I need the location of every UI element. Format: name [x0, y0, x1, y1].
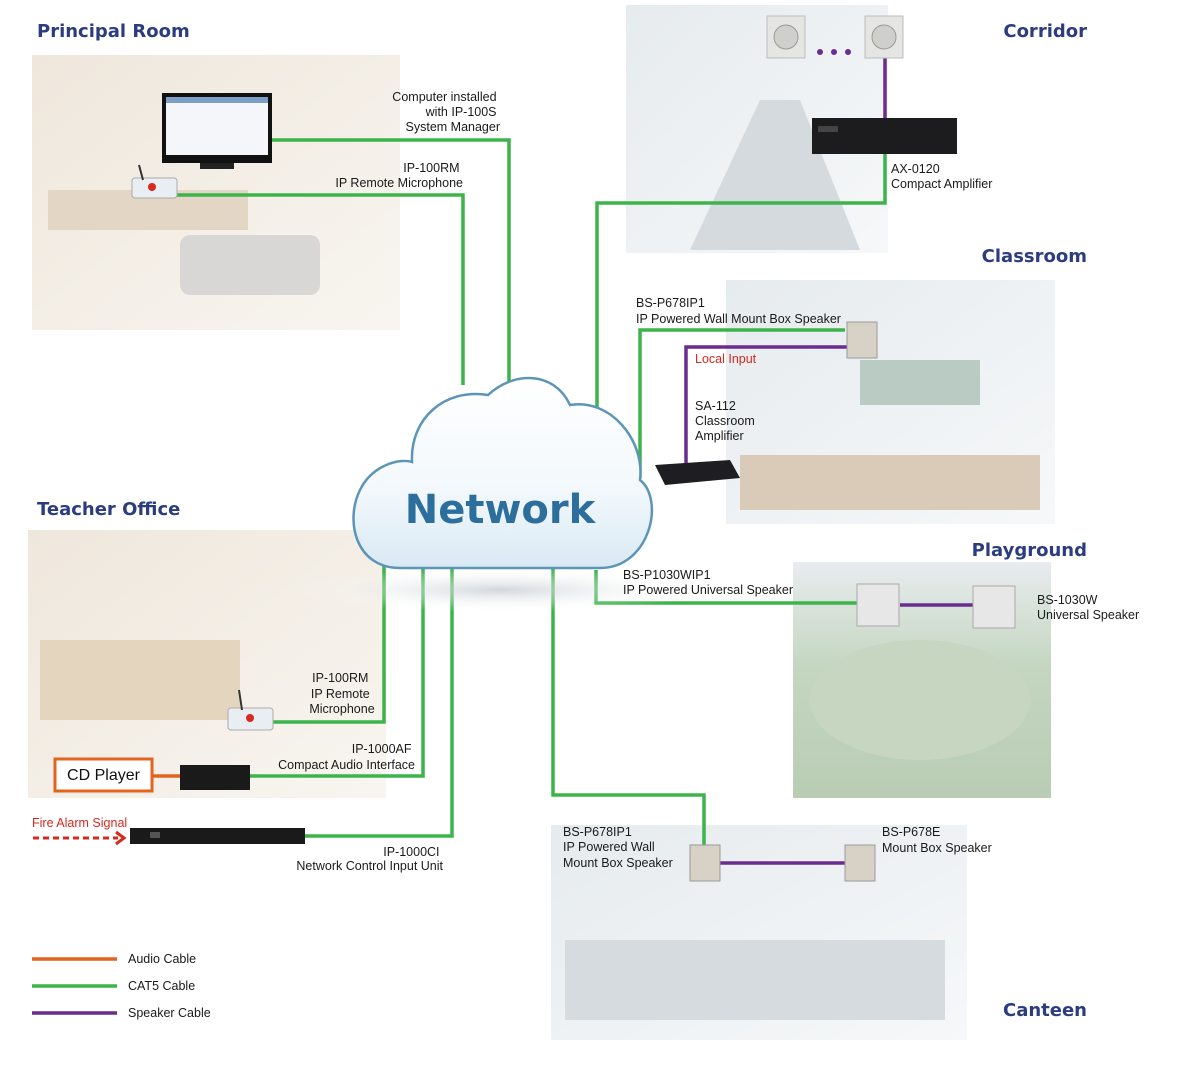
- remote-microphone-icon: [227, 689, 274, 731]
- classroom-speaker-label: BS-P678IP1 IP Powered Wall Mount Box Spe…: [636, 296, 841, 326]
- cat5-cable-computer: [270, 138, 511, 395]
- audio-interface-icon: [180, 765, 250, 790]
- cat5-cable-teacher-mic: [270, 565, 386, 724]
- playground-ip-speaker-label: BS-P1030WIP1 IP Powered Universal Speake…: [623, 568, 793, 597]
- corridor-speaker-icon: [864, 15, 904, 59]
- wall-mount-speaker-icon: [846, 321, 878, 359]
- playground-court-shape: [810, 640, 1030, 760]
- room-title-corridor: Corridor: [1003, 21, 1087, 42]
- canteen-ip-speaker-label: BS-P678IP1 IP Powered Wall Mount Box Spe…: [563, 825, 673, 870]
- svg-text:CD Player: CD Player: [67, 767, 141, 784]
- room-title-teacher: Teacher Office: [37, 499, 180, 520]
- cat5-cable-control-unit: [305, 568, 454, 838]
- wall-mount-speaker-icon: [689, 844, 721, 882]
- legend: Audio Cable CAT5 Cable Speaker Cable: [32, 952, 211, 1020]
- teacher-mic-label: IP-100RM IP Remote Microphone: [309, 671, 374, 716]
- computer-monitor-icon: [162, 93, 272, 169]
- computer-label: Computer installed with IP-100S System M…: [392, 90, 500, 134]
- corridor-speaker-icon: [766, 15, 806, 59]
- fire-alarm-label: Fire Alarm Signal: [32, 816, 127, 830]
- classroom-board-shape: [860, 360, 980, 405]
- legend-cat5-label: CAT5 Cable: [128, 979, 195, 993]
- principal-mic-label: IP-100RM IP Remote Microphone: [335, 161, 463, 190]
- playground-speaker-label: BS-1030W Universal Speaker: [1037, 593, 1139, 622]
- control-input-unit-icon: [130, 828, 305, 844]
- audio-interface-label: IP-1000AF Compact Audio Interface: [278, 742, 415, 772]
- room-title-playground: Playground: [972, 540, 1087, 561]
- cat5-cable-canteen: [551, 568, 706, 845]
- cloud-shadow: [290, 568, 710, 612]
- canteen-tables-shape: [565, 940, 945, 1020]
- control-unit-label: IP-1000CI Network Control Input Unit: [296, 845, 443, 873]
- fire-alarm-arrow-icon: [33, 830, 127, 846]
- mount-box-speaker-icon: [844, 844, 876, 882]
- network-label: Network: [405, 487, 597, 533]
- room-title-classroom: Classroom: [982, 246, 1087, 267]
- classroom-amp-label: SA-112 Classroom Amplifier: [695, 399, 758, 443]
- network-cloud: [352, 376, 654, 570]
- teacher-desks-shape: [40, 640, 240, 720]
- classroom-desks-shape: [740, 455, 1040, 510]
- classroom-amplifier-icon: [655, 460, 740, 485]
- compact-amplifier-icon: [812, 118, 957, 154]
- local-input-label: Local Input: [695, 352, 757, 366]
- corridor-floor-shape: [690, 100, 860, 250]
- universal-speaker-icon: [856, 583, 900, 627]
- universal-speaker-icon: [972, 585, 1016, 629]
- canteen-speaker-label: BS-P678E Mount Box Speaker: [882, 825, 992, 855]
- cd-player-box: CD Player: [53, 757, 154, 793]
- cat5-cable-audio-interface: [250, 568, 425, 778]
- corridor-amp-label: AX-0120 Compact Amplifier: [891, 162, 992, 191]
- cat5-cable-classroom: [638, 328, 845, 478]
- principal-chair-shape: [180, 235, 320, 295]
- remote-microphone-icon: [131, 164, 178, 199]
- ellipsis-dots-icon: [817, 49, 851, 55]
- speaker-cable-classroom: [684, 345, 848, 470]
- cat5-cable-principal-mic: [175, 193, 465, 385]
- legend-audio-label: Audio Cable: [128, 952, 196, 966]
- room-title-principal: Principal Room: [37, 21, 190, 42]
- cat5-cable-corridor: [595, 148, 887, 420]
- legend-speaker-label: Speaker Cable: [128, 1006, 211, 1020]
- room-title-canteen: Canteen: [1003, 1000, 1087, 1021]
